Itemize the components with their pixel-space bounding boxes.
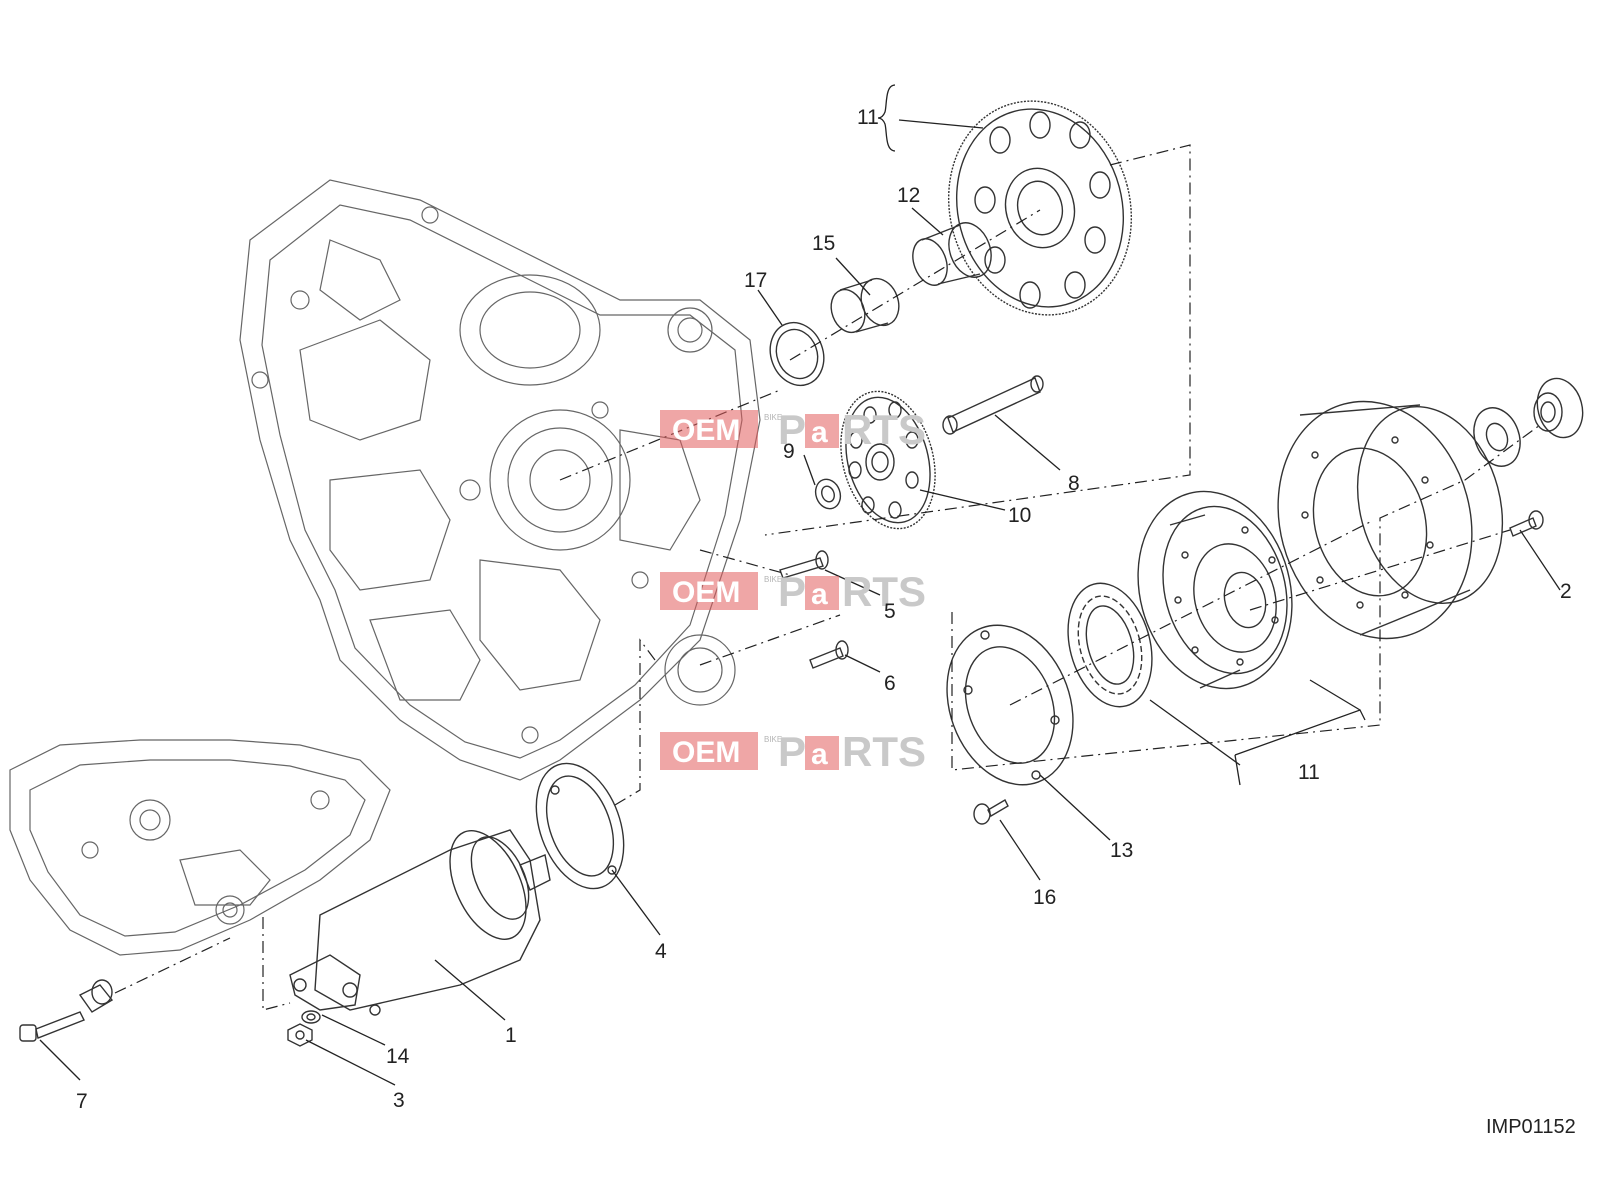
drawing-code: IMP01152 [1486,1116,1576,1138]
svg-text:a: a [811,578,828,611]
watermark-3: OEM BIKE P a RTS [660,728,926,775]
bushing [78,979,114,1013]
crankcase-small [9,739,391,956]
leader-lines [39,84,1561,1086]
svg-text:OEM: OEM [672,414,740,447]
intermediate-gear [840,390,936,530]
svg-text:a: a [811,738,828,771]
plate-13 [946,624,1074,786]
watermark-2: OEM BIKE P a RTS [660,568,926,615]
callout-12: 12 [897,184,920,207]
svg-text:OEM: OEM [672,736,740,769]
callout-8: 8 [1068,472,1080,495]
nut-right [1533,377,1584,439]
callout-9: 9 [783,440,795,463]
svg-text:RTS: RTS [842,406,926,453]
callout-3: 3 [393,1089,405,1112]
svg-text:BIKE: BIKE [764,575,782,584]
washer-right [1473,407,1521,467]
bolt-5 [779,550,829,579]
crankcase-main [239,179,761,781]
callout-17: 17 [744,269,767,292]
callout-15: 15 [812,232,835,255]
callout-1: 1 [505,1024,517,1047]
shaft-8 [942,375,1044,435]
callout-13: 13 [1110,839,1133,862]
screw-16 [973,799,1009,825]
bushing-15 [830,277,900,334]
svg-text:OEM: OEM [672,576,740,609]
callout-6: 6 [884,672,896,695]
freewheel-roller-cage [1067,582,1153,708]
starter-motor [289,829,551,1016]
bushing-12 [912,222,992,286]
bolt-2 [1509,510,1544,537]
callout-11-right: 11 [1298,761,1320,784]
callout-7: 7 [76,1090,88,1113]
svg-text:P: P [778,728,806,775]
callout-14: 14 [386,1045,410,1068]
watermark-1: OEM BIKE P a RTS [660,406,926,453]
svg-text:RTS: RTS [842,568,926,615]
seal-17 [769,321,825,387]
svg-text:BIKE: BIKE [764,735,782,744]
washer-9 [814,478,842,510]
svg-text:a: a [811,416,828,449]
callout-16: 16 [1033,886,1056,909]
bolt-6 [809,640,849,669]
svg-text:RTS: RTS [842,728,926,775]
callout-2: 2 [1560,580,1572,603]
svg-text:BIKE: BIKE [764,413,782,422]
large-starter-gear [947,100,1133,316]
starter-gasket [535,762,625,890]
assembly-centerlines [114,144,1541,1011]
flywheel-rotor [1277,400,1504,640]
callout-labels: 1 2 3 4 5 6 7 8 9 10 11 12 13 14 15 16 1… [76,106,1572,1113]
freewheel-hub [1137,490,1293,690]
callout-11-top: 11 [857,106,879,129]
callout-5: 5 [884,600,896,623]
bolt-7 [19,1011,85,1042]
washer-14 [301,1010,321,1024]
callout-10: 10 [1008,504,1031,527]
callout-4: 4 [655,940,667,963]
nut-3 [287,1023,313,1047]
svg-text:P: P [778,406,806,453]
svg-text:P: P [778,568,806,615]
